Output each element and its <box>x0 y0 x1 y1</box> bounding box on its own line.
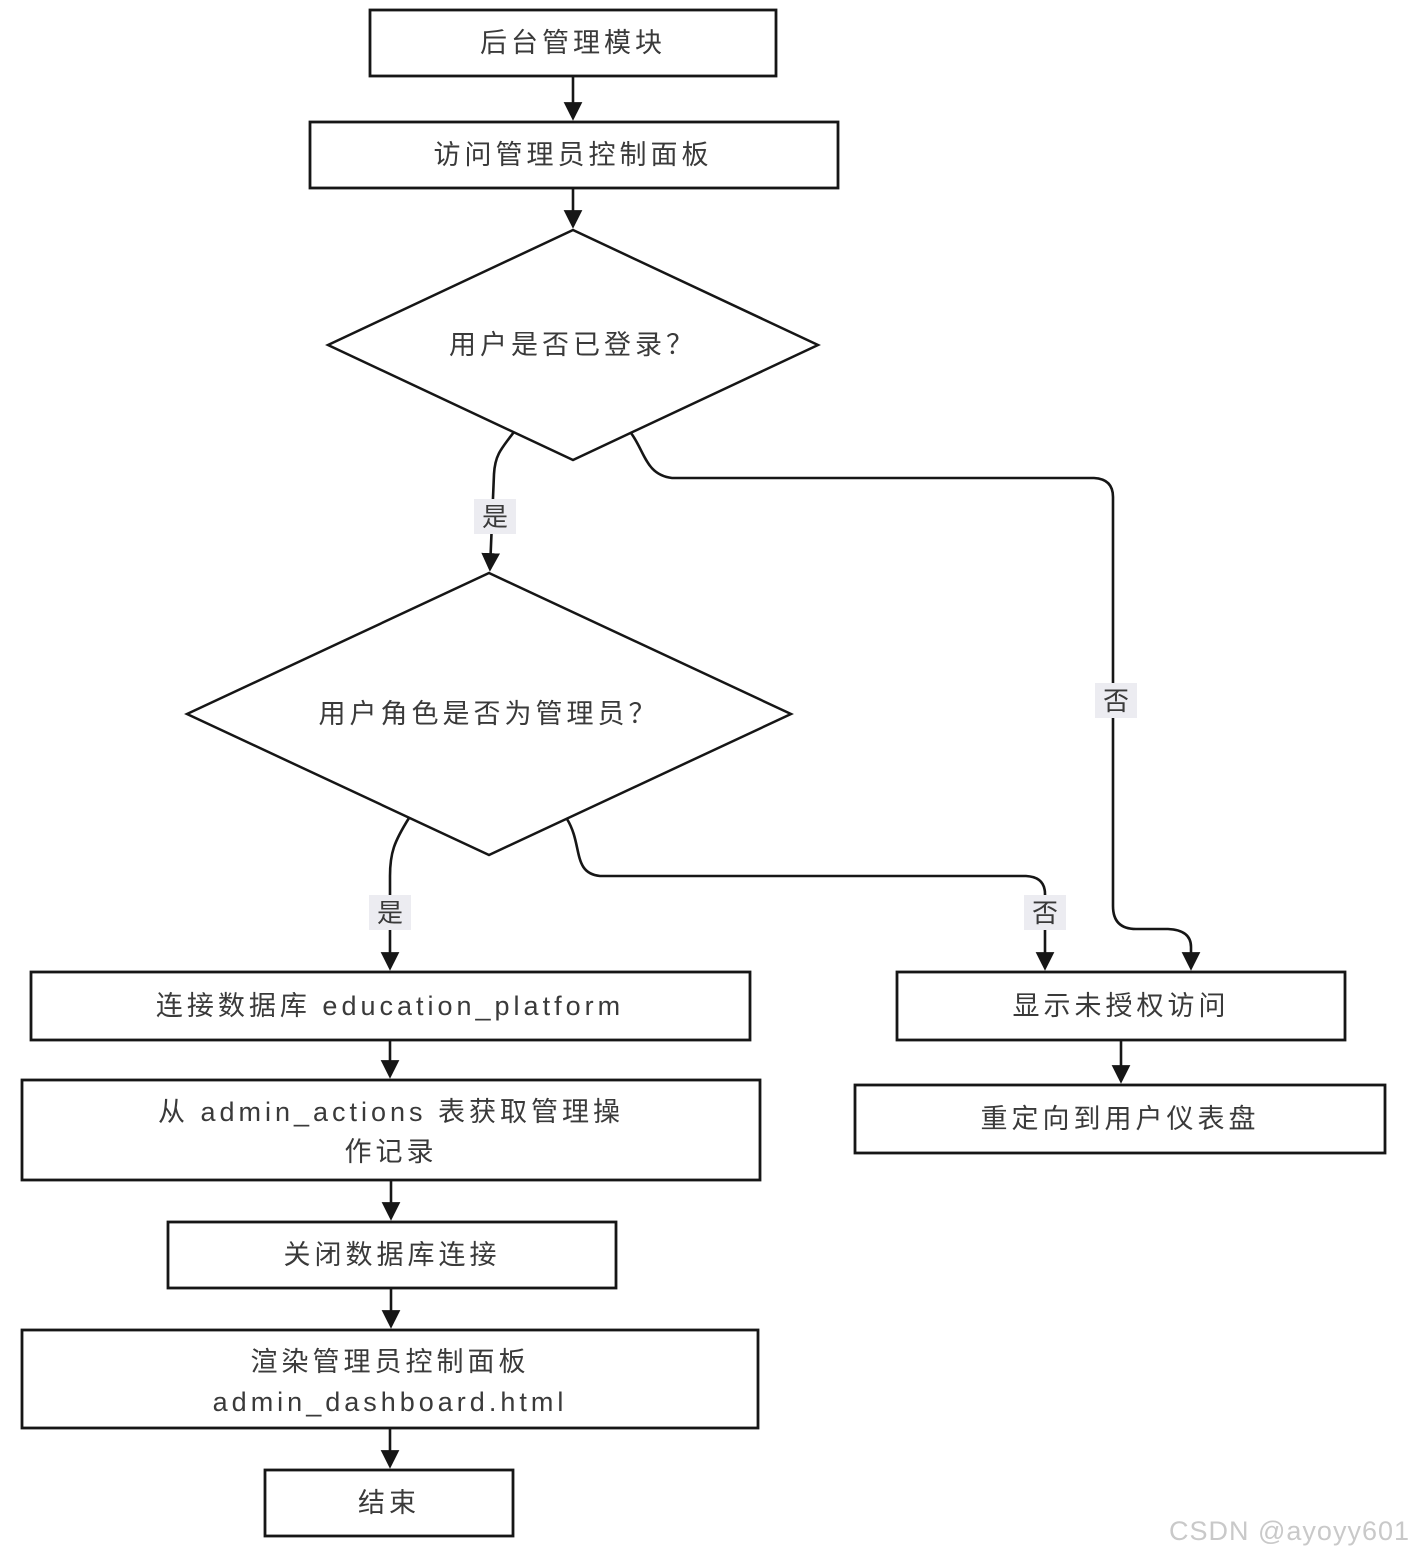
node-render-dashboard-label-line2: admin_dashboard.html <box>213 1387 568 1417</box>
node-start-shape <box>368 8 778 78</box>
node-render-dashboard-shape <box>20 1328 760 1430</box>
edge-label-role-yes: 是 <box>369 895 411 930</box>
node-fetch-actions: 从 admin_actions 表获取管理操 作记录 <box>20 1078 762 1182</box>
edge-label-role-no-bg <box>1024 895 1066 930</box>
node-show-unauthorized-label: 显示未授权访问 <box>1013 991 1230 1021</box>
watermark-text: CSDN @ayoyy601 <box>1169 1516 1410 1546</box>
node-redirect-user: 重定向到用户仪表盘 <box>853 1083 1387 1155</box>
edge-label-role-yes-text: 是 <box>377 898 403 928</box>
node-end-shape <box>263 1468 515 1538</box>
edge-label-login-no: 否 <box>1095 683 1137 718</box>
node-redirect-user-label: 重定向到用户仪表盘 <box>981 1104 1260 1134</box>
node-fetch-actions-shape <box>20 1078 762 1182</box>
node-fetch-actions-label-line2: 作记录 <box>345 1137 438 1167</box>
node-show-unauthorized-shape <box>895 970 1347 1042</box>
edge-label-login-yes-text: 是 <box>482 502 508 532</box>
node-end: 结束 <box>263 1468 515 1538</box>
node-close-db-shape <box>166 1220 618 1290</box>
node-end-label: 结束 <box>358 1488 420 1518</box>
node-fetch-actions-label-line1: 从 admin_actions 表获取管理操 <box>158 1097 624 1127</box>
edge-label-role-no-text: 否 <box>1032 898 1058 928</box>
decision-role-shape <box>184 571 794 857</box>
node-redirect-user-shape <box>853 1083 1387 1155</box>
edge-label-login-yes: 是 <box>474 499 516 534</box>
edge-login-yes <box>481 431 516 572</box>
edge-label-role-no: 否 <box>1024 895 1066 930</box>
node-access-panel-shape <box>308 120 840 190</box>
decision-login-shape <box>325 228 821 462</box>
edge-label-login-yes-bg <box>474 499 516 534</box>
decision-login: 用户是否已登录？ <box>325 228 821 462</box>
edge-role-no <box>565 818 1055 971</box>
edge-label-login-no-bg <box>1095 683 1137 718</box>
node-start: 后台管理模块 <box>368 8 778 78</box>
node-show-unauthorized: 显示未授权访问 <box>895 970 1347 1042</box>
decision-role-label: 用户角色是否为管理员？ <box>319 699 660 729</box>
node-start-label: 后台管理模块 <box>480 28 666 58</box>
edge-label-role-yes-bg <box>369 895 411 930</box>
node-connect-db-label: 连接数据库 education_platform <box>156 991 624 1021</box>
edge-label-login-no-text: 否 <box>1103 686 1129 716</box>
edge-role-yes <box>380 817 411 971</box>
decision-login-label: 用户是否已登录？ <box>449 330 697 360</box>
node-render-dashboard: 渲染管理员控制面板 admin_dashboard.html <box>20 1328 760 1430</box>
node-close-db: 关闭数据库连接 <box>166 1220 618 1290</box>
node-close-db-label: 关闭数据库连接 <box>284 1240 501 1270</box>
decision-role: 用户角色是否为管理员？ <box>184 571 794 857</box>
node-connect-db-shape <box>29 970 752 1042</box>
node-access-panel: 访问管理员控制面板 <box>308 120 840 190</box>
node-access-panel-label: 访问管理员控制面板 <box>434 140 713 170</box>
node-render-dashboard-label-line1: 渲染管理员控制面板 <box>251 1347 530 1377</box>
node-connect-db: 连接数据库 education_platform <box>29 970 752 1042</box>
